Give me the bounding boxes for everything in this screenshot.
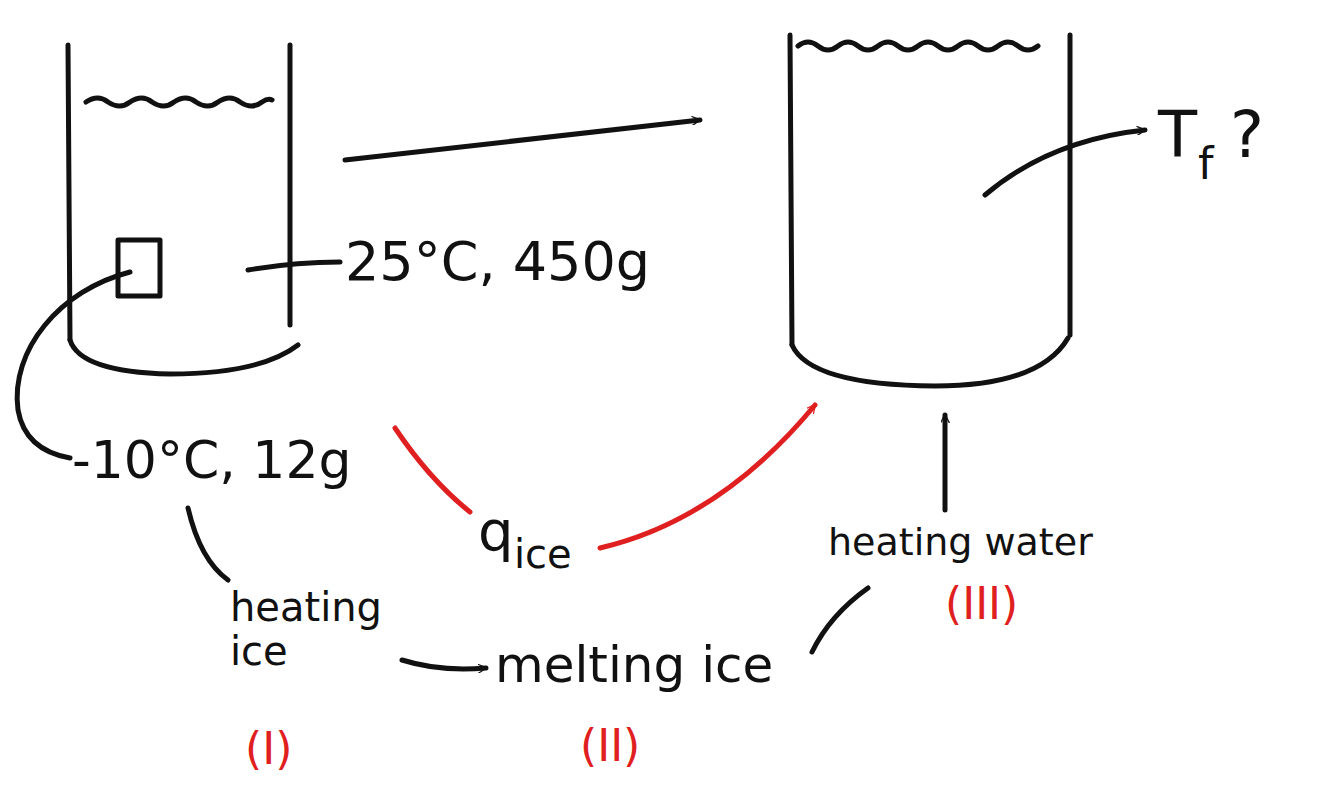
water-surface: [798, 42, 1038, 50]
step-label: heating ice: [230, 585, 405, 673]
symbol-subscript: f: [1198, 140, 1214, 188]
process-arrow: [345, 120, 700, 160]
leader-line: [17, 272, 130, 458]
step-arrow: [402, 660, 486, 669]
step-number: (II): [580, 722, 640, 770]
symbol-label: ?: [1230, 100, 1264, 170]
symbol-subscript: ice: [514, 532, 572, 576]
ice-cube: [118, 240, 160, 296]
leader-line: [248, 262, 340, 270]
beaker-bottom: [70, 340, 298, 374]
symbol-label: T: [1158, 100, 1197, 170]
up-arrow: [943, 415, 948, 510]
beaker-left-wall: [790, 35, 792, 345]
step-label: melting ice: [495, 638, 773, 693]
beaker-bottom: [792, 338, 1068, 386]
quantity-label: -10°C, 12g: [72, 432, 351, 489]
beaker-left-wall: [68, 45, 70, 340]
symbol-label: q: [478, 500, 514, 562]
red-arrow: [600, 405, 815, 548]
step-number: (III): [945, 580, 1018, 628]
step-label: heating water: [828, 522, 1093, 564]
step-stroke: [188, 508, 228, 580]
beaker-right-wall: [1068, 35, 1073, 335]
step-number: (I): [245, 725, 292, 773]
pointer-arrow: [985, 130, 1145, 195]
red-stroke: [395, 428, 470, 512]
water-surface: [86, 98, 272, 106]
quantity-label: 25°C, 450g: [345, 232, 650, 291]
beaker-right-wall: [288, 45, 293, 325]
step-stroke: [812, 588, 868, 652]
